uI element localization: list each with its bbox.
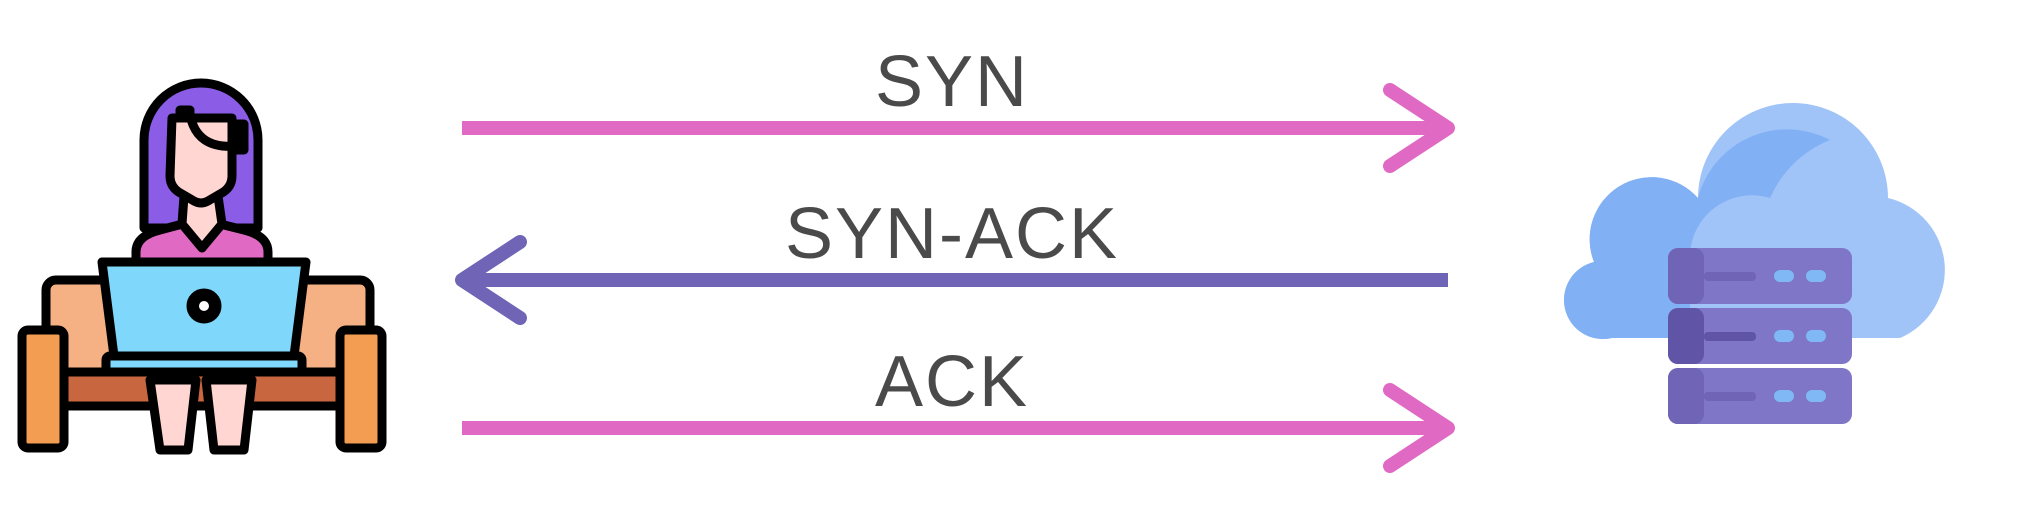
server-rack xyxy=(1668,248,1852,424)
person-with-laptop-on-sofa-icon xyxy=(17,78,387,455)
sofa-arm-left xyxy=(17,325,69,453)
server-led xyxy=(1774,270,1826,402)
face xyxy=(165,113,237,208)
message-label-syn: SYN xyxy=(875,42,1029,122)
syn-message: SYN xyxy=(462,42,1455,173)
arrowhead-left-icon xyxy=(455,235,527,325)
arrowhead-right-icon xyxy=(1383,83,1455,173)
syn-ack-message: SYN-ACK xyxy=(455,194,1448,325)
message-arrows: SYN SYN-ACK ACK xyxy=(455,42,1455,473)
cloud-server-icon xyxy=(1563,102,1945,424)
message-label-syn-ack: SYN-ACK xyxy=(785,194,1119,274)
sofa-arm-right xyxy=(335,325,387,453)
leg-left xyxy=(145,375,201,455)
ack-message: ACK xyxy=(462,342,1455,473)
arrowhead-right-icon xyxy=(1383,383,1455,473)
message-label-ack: ACK xyxy=(875,342,1029,422)
cloud-shade xyxy=(1563,129,1830,340)
leg-right xyxy=(201,375,257,455)
